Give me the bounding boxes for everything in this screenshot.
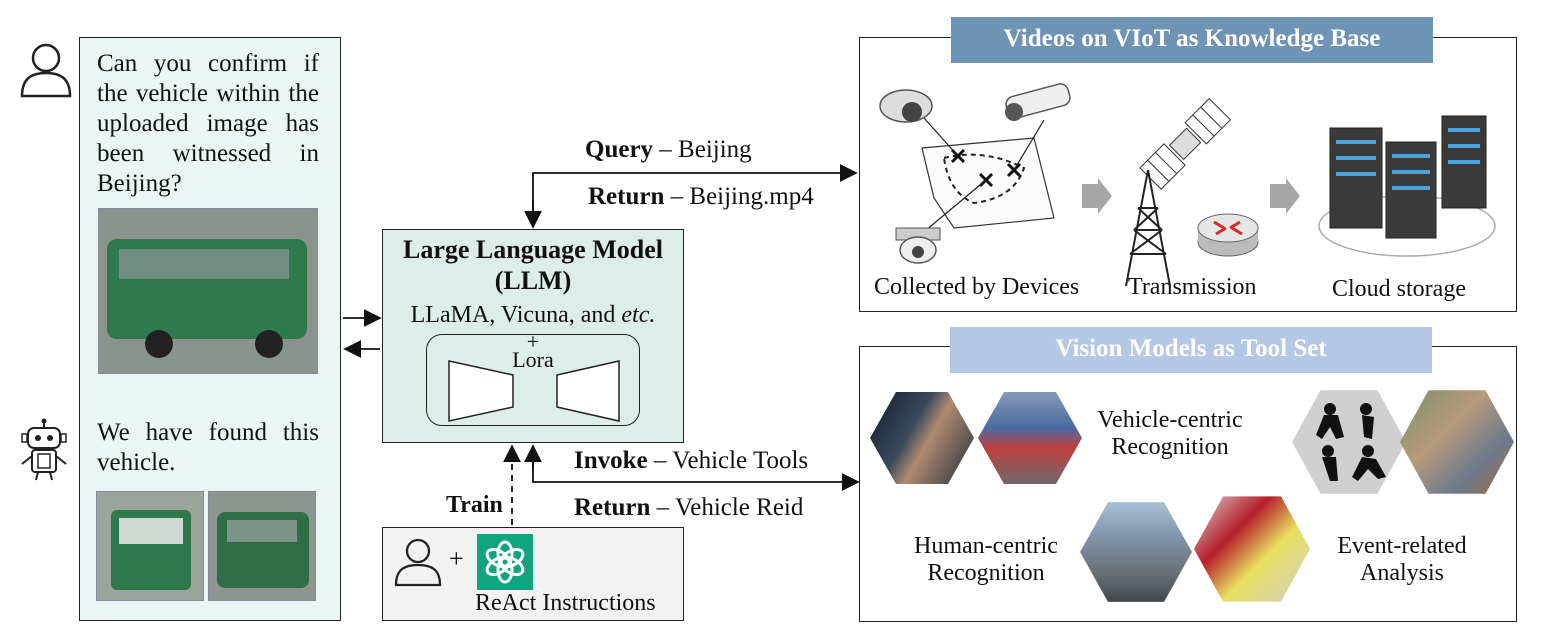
satellite-icon xyxy=(1139,97,1232,190)
chat-panel: Can you confirm if the vehicle within th… xyxy=(79,37,341,621)
query-label: Query – Beijing xyxy=(585,136,752,163)
invoke-label: Invoke – Vehicle Tools xyxy=(574,447,809,474)
user-question: Can you confirm if the vehicle within th… xyxy=(97,50,319,197)
train-label: Train xyxy=(446,492,503,518)
flow-arrow-icon xyxy=(1270,178,1300,214)
lora-module: + Lora xyxy=(426,329,640,426)
robot-icon xyxy=(21,418,67,481)
camera-network-map xyxy=(879,83,1071,264)
llm-box: Large Language Model (LLM) LLaMA, Vicuna… xyxy=(382,229,684,443)
tool-set-banner: Vision Models as Tool Set xyxy=(950,327,1432,373)
uploaded-bus-image xyxy=(98,208,318,374)
knowledge-base-panel: Collected by Devices Transmission Cloud … xyxy=(859,37,1517,312)
result-image-rear xyxy=(208,491,316,601)
transmission-label: Transmission xyxy=(1128,274,1257,300)
silhouettes-image xyxy=(1292,390,1406,494)
encoder-decoder-shapes xyxy=(448,360,620,422)
llm-examples: LLaMA, Vicuna, and etc. xyxy=(410,302,656,328)
collected-label: Collected by Devices xyxy=(874,274,1080,300)
react-plus: + xyxy=(449,544,464,573)
server-icon xyxy=(1318,115,1496,257)
router-icon xyxy=(1197,213,1259,257)
react-label: ReAct Instructions xyxy=(475,590,656,616)
user-icon xyxy=(20,43,72,98)
events-image xyxy=(1400,390,1514,494)
llm-title-line1: Large Language Model xyxy=(403,235,663,264)
camera-icon xyxy=(1005,83,1071,121)
cloud-label: Cloud storage xyxy=(1332,276,1466,302)
openai-logo xyxy=(477,534,533,590)
lora-label: Lora xyxy=(512,347,554,372)
result-image-front xyxy=(96,491,204,601)
camera-icon xyxy=(879,89,933,123)
bot-answer: We have found this vehicle. xyxy=(97,419,319,476)
flow-arrow-icon xyxy=(1082,178,1112,214)
return-reid-label: Return – Vehicle Reid xyxy=(574,494,804,521)
cars-image xyxy=(1194,496,1310,602)
crowd-street-image xyxy=(978,391,1082,485)
highway-image xyxy=(1080,502,1192,602)
user-icon xyxy=(394,538,442,587)
faces-image xyxy=(870,391,974,485)
knowledge-base-banner: Videos on VIoT as Knowledge Base xyxy=(951,17,1433,63)
tower-icon xyxy=(1125,169,1171,287)
return-video-label: Return – Beijing.mp4 xyxy=(588,183,814,210)
camera-icon xyxy=(895,227,941,264)
lora-plus: + xyxy=(526,329,540,354)
react-instructions-box: + ReAct Instructions xyxy=(382,527,684,621)
llm-title-line2: (LLM) xyxy=(494,266,572,295)
